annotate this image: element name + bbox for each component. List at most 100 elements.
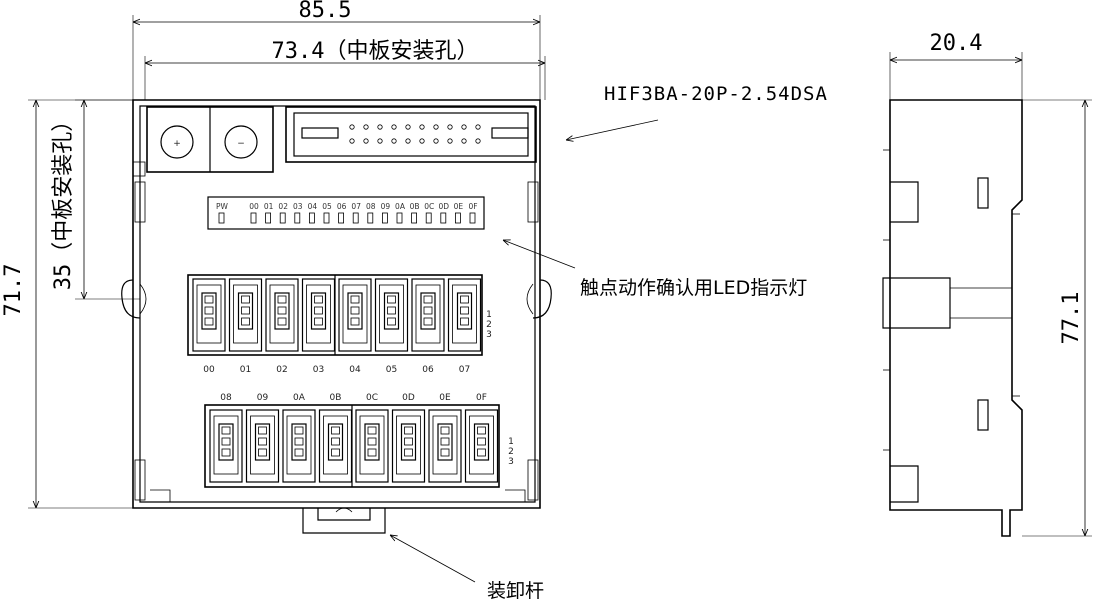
lever-annotation: 装卸杆 [487, 580, 544, 602]
terminal-slot [265, 278, 299, 352]
led-0C [425, 212, 432, 224]
connector-pin [475, 138, 481, 144]
terminal-slot [411, 278, 445, 352]
terminal-pin [477, 426, 486, 435]
terminal-pin [477, 437, 486, 446]
terminal-pin [387, 306, 396, 315]
led-label: 05 [322, 202, 332, 211]
terminal-label: 03 [313, 365, 324, 375]
terminal-pin [404, 448, 413, 457]
terminal-pin [221, 426, 231, 435]
terminal-pin [241, 306, 250, 315]
terminal-label: 05 [386, 365, 397, 375]
led-0F [469, 212, 476, 224]
terminal-slot [428, 409, 462, 483]
connector-pin [419, 138, 425, 144]
terminal-pin [350, 306, 360, 315]
terminal-label: 0F [476, 393, 487, 403]
release-lever [302, 507, 386, 534]
overall-height-label: 71.7 [1, 264, 26, 317]
minus-terminal-screw [224, 125, 258, 159]
connector-20p [285, 106, 537, 163]
terminal-slot [301, 278, 336, 352]
annotations: HIF3BA-20P-2.54DSA 触点动作确认用LED指示灯 装卸杆 [390, 83, 828, 602]
terminal-pin [294, 448, 304, 457]
terminal-pin [350, 295, 360, 304]
terminal-pin [258, 426, 267, 435]
led-01 [265, 212, 272, 224]
terminal-pin [204, 317, 214, 326]
pin-number: 2 [508, 447, 514, 457]
led-label: 0E [454, 202, 464, 211]
led-label: 0A [395, 202, 406, 211]
terminal-pin [423, 317, 433, 326]
terminal-pin [314, 295, 323, 304]
led-label-pw: PW [216, 202, 229, 211]
connector-pin [377, 138, 383, 144]
terminal-label: 0E [439, 393, 451, 403]
front-dimensions: 85.5 73.4（中板安装孔） 71.7 35（中板安装孔） [1, 0, 546, 509]
terminal-pin [440, 448, 450, 457]
led-0A [396, 212, 403, 224]
terminal-label: 0A [293, 393, 306, 403]
terminal-pin [440, 426, 450, 435]
pin-number: 1 [486, 310, 492, 320]
pin-number: 2 [486, 320, 492, 330]
connector-pin [349, 124, 355, 130]
terminal-label: 01 [240, 365, 251, 375]
connector-annotation: HIF3BA-20P-2.54DSA [604, 83, 828, 105]
led-label: 0B [410, 202, 420, 211]
terminal-pin [477, 448, 486, 457]
led-02 [279, 212, 286, 224]
terminal-pin [460, 306, 469, 315]
terminal-pin [460, 317, 469, 326]
terminal-label: 09 [257, 393, 269, 403]
terminal-slot [464, 409, 499, 483]
terminal-pin [294, 437, 304, 446]
terminal-label: 08 [220, 393, 232, 403]
led-08 [367, 212, 374, 224]
terminal-pin [294, 426, 304, 435]
side-height-label: 77.1 [1059, 292, 1084, 345]
connector-pin [391, 124, 397, 130]
minus-label: − [237, 139, 245, 149]
terminal-label: 0D [402, 393, 415, 403]
terminal-pin [241, 295, 250, 304]
terminal-slot [228, 278, 263, 352]
terminal-pin [367, 448, 377, 457]
terminal-pin [204, 306, 214, 315]
led-00 [250, 212, 257, 224]
pin-number: 3 [508, 457, 514, 467]
led-label: 09 [381, 202, 391, 211]
terminal-pin [367, 426, 377, 435]
terminal-pin [241, 317, 250, 326]
led-07 [352, 212, 359, 224]
terminal-pin [204, 295, 214, 304]
led-label: 0D [439, 202, 450, 211]
led-label: 01 [264, 202, 274, 211]
led-0D [440, 212, 447, 224]
terminal-slot [355, 409, 389, 483]
terminal-slot [245, 409, 280, 483]
side-width-label: 20.4 [930, 31, 983, 56]
connector-pin [461, 124, 467, 130]
connector-pin [461, 138, 467, 144]
terminal-pin [221, 448, 231, 457]
connector-pin [405, 138, 411, 144]
side-dimensions: 20.4 77.1 [889, 31, 1092, 537]
power-terminal-block: + − [132, 106, 274, 177]
led-03 [294, 212, 301, 224]
connector-pin [363, 124, 369, 130]
terminal-slot [192, 278, 226, 352]
led-annotation: 触点动作确认用LED指示灯 [580, 277, 807, 299]
terminal-pin [387, 317, 396, 326]
terminal-slot [318, 409, 353, 483]
terminal-pin [277, 306, 287, 315]
terminal-pin [404, 437, 413, 446]
terminal-pin [331, 437, 340, 446]
led-label: 08 [366, 202, 376, 211]
